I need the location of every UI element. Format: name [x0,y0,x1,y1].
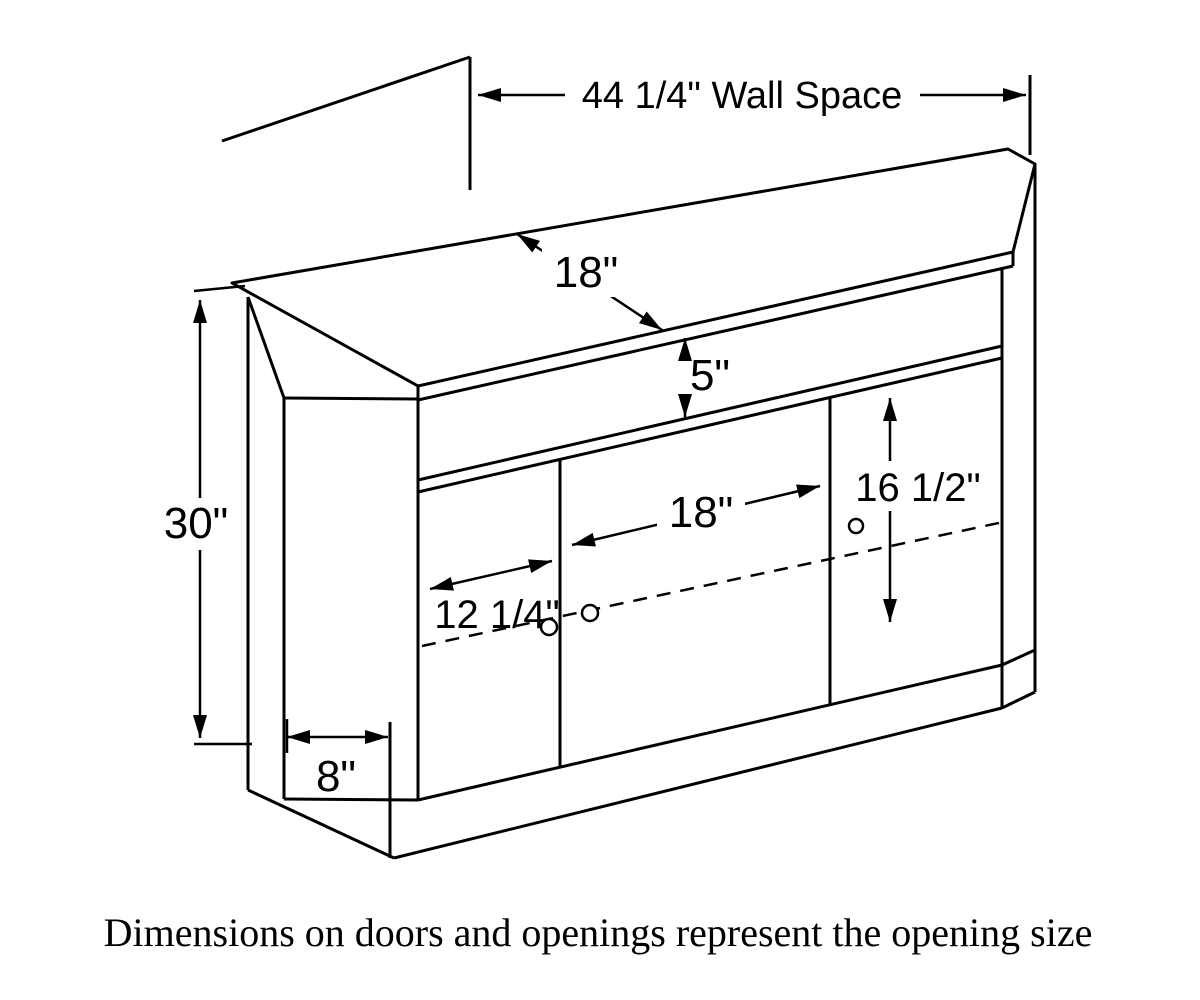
dashed-knob-line [421,519,1009,648]
shelf-opening-label: 5" [690,351,730,400]
left-return-top-edge [246,296,286,399]
top-surface-outline [230,147,1037,388]
angled-face-top-edge [283,396,419,401]
shelf-front-bottom-edge [417,356,1003,494]
drawing-caption: Dimensions on doors and openings represe… [104,910,1093,955]
top-depth-label-mask [542,247,630,297]
door-height-label-mask [843,461,993,511]
overall-height-ext-top [193,284,246,293]
plinth-left-bevel-edge [247,788,395,860]
left-door-width-label: 12 1/4" [434,593,559,637]
center-width-label-mask [657,487,745,537]
shelf-front-top-edge [417,344,1003,482]
door-sill-edge [417,663,1003,802]
plinth-front-bottom-edge [393,706,1003,860]
center-width-label: 18" [669,488,734,537]
left-door-knob [539,617,559,637]
angled-face-bottom-edge [283,797,419,802]
right-return-bottom-edge [1001,648,1036,667]
side-depth-label: 8" [316,752,356,801]
left-door-width-dim-line [429,559,553,591]
plinth-right-bottom-edge [1001,690,1036,710]
wall-left-top-edge [221,55,471,143]
door-height-label: 16 1/2" [855,466,980,510]
wall-space-label: 44 1/4" Wall Space [582,75,902,117]
overall-height-label: 30" [164,499,229,548]
center-door-knob [580,603,600,623]
right-door-knob [847,517,865,535]
top-depth-label: 18" [554,248,619,297]
